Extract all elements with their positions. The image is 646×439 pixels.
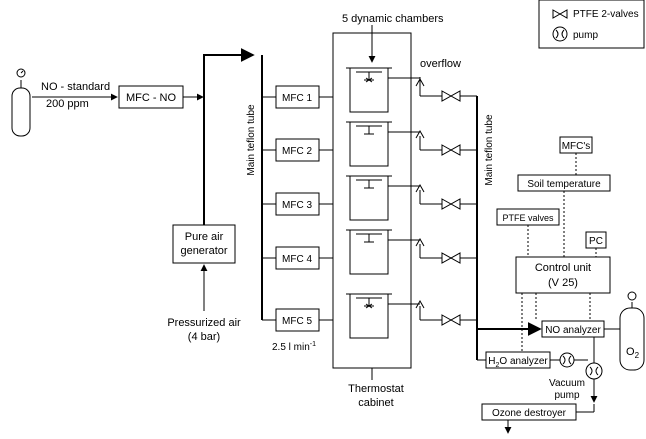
thermostat-line2: cabinet xyxy=(358,397,393,409)
valve-icon xyxy=(441,198,461,210)
control-unit-line1: Control unit xyxy=(535,262,591,274)
mfc-label: MFC 1 xyxy=(282,93,312,104)
chamber-3-icon xyxy=(346,175,420,221)
main-teflon-tube-right-label: Main teflon tube xyxy=(484,114,495,186)
flow-rate-label: 2.5 l min-1 xyxy=(272,341,316,353)
legend: PTFE 2-valves pump xyxy=(538,0,645,49)
mfc-label: MFC 3 xyxy=(282,200,312,211)
ozone-destroyer-label: Ozone destroyer xyxy=(492,408,567,419)
valve-icon xyxy=(441,314,461,326)
pc-label: PC xyxy=(589,236,603,247)
valve-icon xyxy=(441,90,461,102)
outlet-row-2 xyxy=(415,129,477,156)
chamber-1-icon xyxy=(346,67,420,113)
no-analyzer-label: NO analyzer xyxy=(545,325,601,336)
overflow-label: overflow xyxy=(420,58,461,70)
o2-label: O2 xyxy=(626,346,640,360)
control-unit-box xyxy=(515,256,611,294)
soil-temperature-label: Soil temperature xyxy=(527,179,601,190)
pure-air-line2: generator xyxy=(180,245,227,257)
mfc-label: MFC 4 xyxy=(282,254,312,265)
chamber-2-icon xyxy=(346,121,420,167)
pump-legend-icon xyxy=(552,26,568,42)
pressurized-air-line1: Pressurized air xyxy=(167,317,241,329)
outlet-row-1 xyxy=(415,77,477,102)
h2o-analyzer-label: H2O analyzer xyxy=(488,356,548,369)
mfc-label: MFC 2 xyxy=(282,146,312,157)
vacuum-line2: pump xyxy=(554,390,579,401)
mfc-5: MFC 5 xyxy=(262,308,352,332)
vacuum-pump-icon xyxy=(585,362,603,380)
mfc-4: MFC 4 xyxy=(262,246,352,270)
control-unit-line2: (V 25) xyxy=(548,277,578,289)
valve-legend-icon xyxy=(552,9,568,19)
legend-pump-label: pump xyxy=(573,30,598,41)
no-gas-cylinder-icon xyxy=(11,68,31,137)
outlet-row-4 xyxy=(415,237,477,264)
dynamic-chambers-label: 5 dynamic chambers xyxy=(342,13,444,25)
thermostat-line1: Thermostat xyxy=(348,383,404,395)
o2-gas-cylinder-icon xyxy=(619,291,645,371)
mfc-1: MFC 1 xyxy=(262,85,352,109)
valve-icon xyxy=(441,144,461,156)
pure-air-generator-box xyxy=(172,224,236,264)
pump-icon xyxy=(559,352,575,368)
mfc-label: MFC 5 xyxy=(282,316,312,327)
vacuum-line1: Vacuum xyxy=(549,378,585,389)
valve-icon xyxy=(441,252,461,264)
no-ppm-label: 200 ppm xyxy=(46,98,89,110)
chamber-4-icon xyxy=(346,229,420,275)
outlet-row-3 xyxy=(415,183,477,210)
ptfe-valves-label: PTFE valves xyxy=(502,213,554,223)
no-standard-label: NO - standard xyxy=(41,81,110,93)
mfcs-label: MFC's xyxy=(562,141,591,152)
outlet-row-5 xyxy=(415,299,477,326)
pure-air-line1: Pure air xyxy=(185,231,224,243)
legend-valves-label: PTFE 2-valves xyxy=(573,9,639,20)
main-teflon-tube-left-label: Main teflon tube xyxy=(246,104,257,176)
pressurized-air-line2: (4 bar) xyxy=(188,331,220,343)
mfc-no-label: MFC - NO xyxy=(126,92,177,104)
chamber-5-icon xyxy=(346,293,420,339)
